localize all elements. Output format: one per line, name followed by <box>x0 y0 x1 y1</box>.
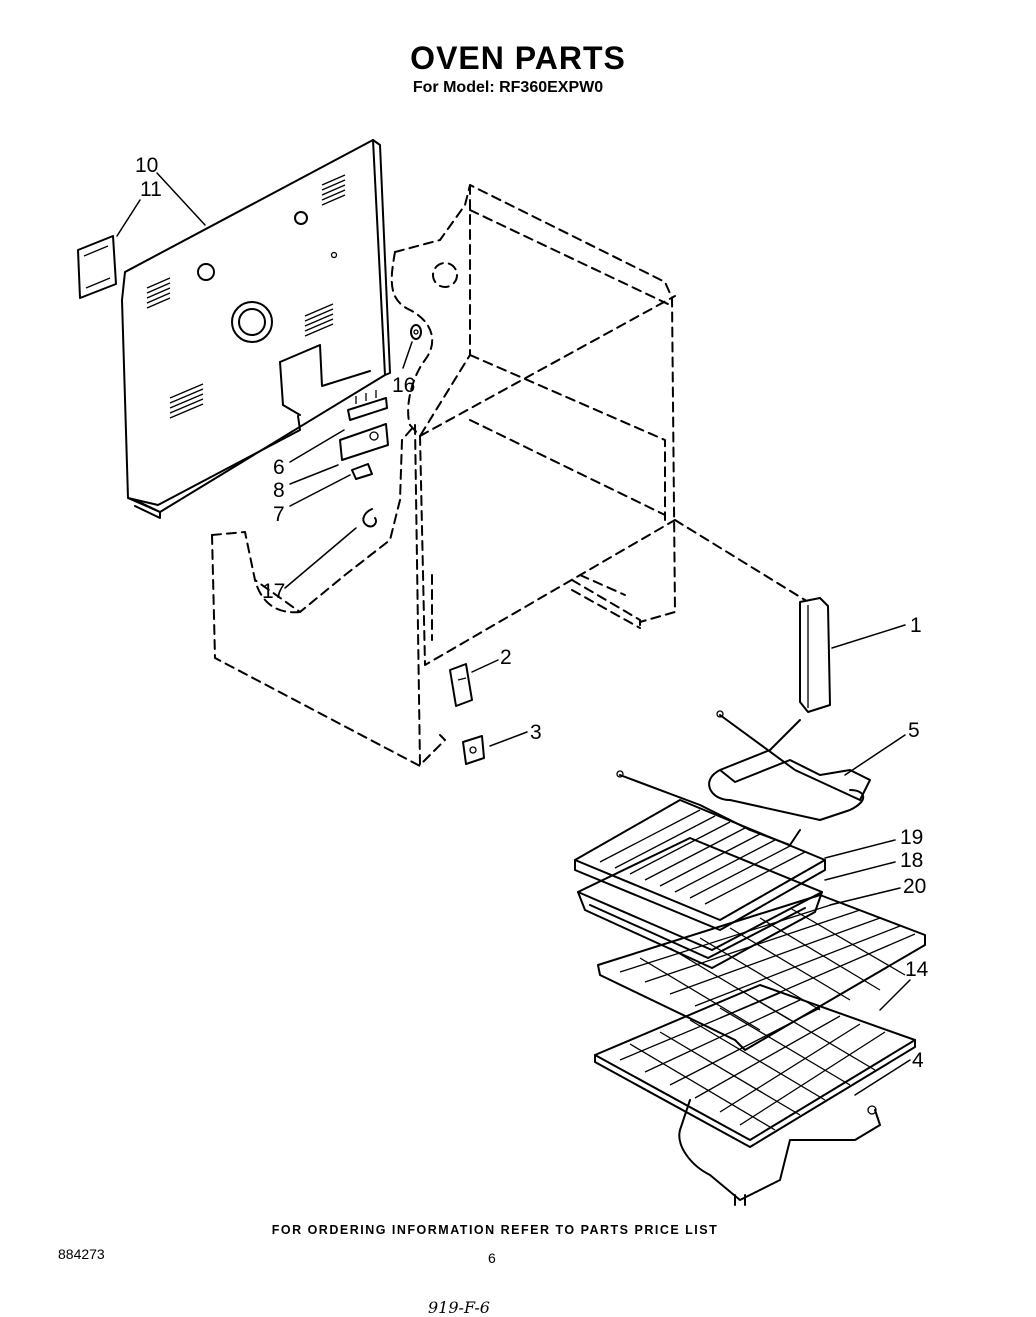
part-18-broiler-pan <box>577 837 823 969</box>
part-5-broil-element <box>616 710 871 846</box>
leader-lines <box>116 172 911 1096</box>
callout-2: 2 <box>500 646 512 669</box>
callout-7: 7 <box>273 503 285 526</box>
part-4-bake-element <box>594 984 916 1206</box>
part-1-trim <box>799 597 831 713</box>
part-2-bracket <box>449 663 473 707</box>
callout-19: 19 <box>900 826 923 849</box>
part-17-hook <box>362 508 378 528</box>
callout-16: 16 <box>392 374 415 397</box>
callout-11: 11 <box>140 178 162 201</box>
callout-18: 18 <box>900 849 923 872</box>
ordering-note: FOR ORDERING INFORMATION REFER TO PARTS … <box>271 1223 719 1237</box>
callout-6: 6 <box>273 456 285 479</box>
callout-4: 4 <box>912 1049 924 1072</box>
callout-10: 10 <box>135 154 158 177</box>
handwritten-note: 919-F-6 <box>428 1298 490 1317</box>
callout-17: 17 <box>262 580 285 603</box>
page-number: 6 <box>488 1250 496 1266</box>
callout-20: 20 <box>903 875 926 898</box>
part-7-clip <box>351 463 373 480</box>
part-3-bracket <box>462 735 485 765</box>
part-16-grommet <box>410 324 422 340</box>
callout-8: 8 <box>273 479 285 502</box>
part-14-oven-rack <box>597 894 926 1051</box>
callout-3: 3 <box>530 721 542 744</box>
part-10-back-panel <box>121 139 391 519</box>
callout-1: 1 <box>910 614 922 637</box>
oven-body-outline <box>211 184 806 767</box>
part-8-bracket <box>339 423 389 461</box>
part-6-switch <box>347 390 388 421</box>
part-19-broiler-grid <box>574 799 826 931</box>
callout-5: 5 <box>908 719 920 742</box>
model-subtitle: For Model: RF360EXPW0 <box>412 79 604 96</box>
document-number: 884273 <box>58 1246 105 1262</box>
page-title: OVEN PARTS <box>410 40 626 76</box>
part-11-plate <box>77 235 117 299</box>
callout-14: 14 <box>905 958 929 981</box>
